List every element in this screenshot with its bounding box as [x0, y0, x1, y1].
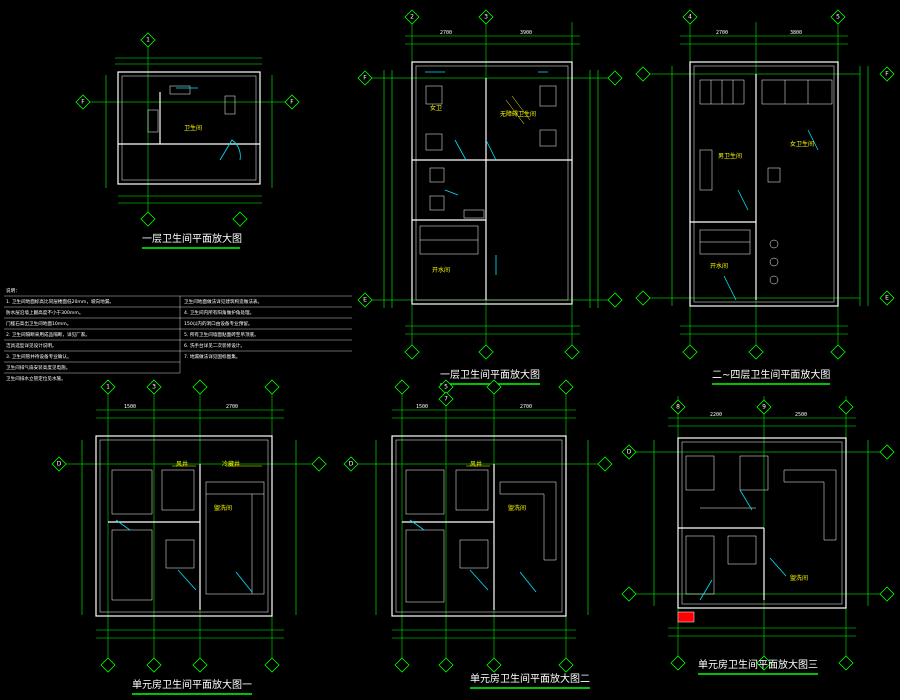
design-notes: 说明： 1. 卫生间地面标高比同层楼面低20mm，坡向地漏。 防水层沿墙上翻高度…	[4, 287, 352, 382]
grid-bubble-f-right: F	[284, 94, 300, 110]
plan-1-small-toilet: 卫生间 1 F F 一层卫生间平面放大图	[75, 32, 300, 249]
svg-text:9: 9	[762, 404, 766, 411]
note-right-5: 6. 洗手台详见二次装修设计。	[184, 342, 245, 349]
svg-text:2: 2	[410, 14, 414, 21]
grid-bubble-p6-8: 8	[670, 399, 686, 415]
note-line-4: 2. 卫生间隔断采用成品隔断，详见厂家。	[6, 331, 90, 338]
plan5-room-wash: 盥洗间	[508, 504, 526, 512]
svg-text:5: 5	[836, 14, 840, 21]
grid-bubble-p6-d: D	[621, 444, 637, 460]
svg-text:F: F	[81, 99, 85, 106]
grid-bubble-p5-d: D	[343, 456, 359, 472]
grid-bubble-2: 2	[404, 9, 420, 25]
svg-text:3: 3	[152, 384, 156, 391]
plan3-dim-1: 2700	[716, 30, 728, 36]
plan3-room-men: 男卫生间	[718, 152, 742, 160]
grid-bubble-f-left: F	[75, 94, 91, 110]
note-line-8: 卫生间排水立管定位见水施。	[6, 375, 66, 382]
grid-bubble-4: 4	[682, 9, 698, 25]
plan1-title: 一层卫生间平面放大图	[142, 232, 242, 245]
note-line-3: 门槛石高出卫生间地面10mm。	[6, 320, 71, 327]
plan4-room-wind: 风井	[176, 460, 188, 468]
plan3-dim-2: 3800	[790, 30, 802, 36]
plan6-dim-2: 2500	[795, 412, 807, 418]
svg-text:4: 4	[688, 14, 692, 21]
plan2-dim-1: 2700	[440, 30, 452, 36]
grid-bubble-p5-7: 7	[438, 391, 454, 407]
plan4-room-wash: 盥洗间	[214, 504, 232, 512]
notes-heading: 说明：	[6, 287, 20, 294]
plan5-room-wind: 风井	[470, 460, 482, 468]
svg-text:E: E	[885, 295, 889, 302]
svg-text:D: D	[57, 461, 62, 468]
note-right-3: 150以内的洞口由设备专业预留。	[184, 320, 253, 327]
plan4-title: 单元房卫生间平面放大图一	[132, 678, 252, 691]
plan-5-unit-toilet-2: 1500 2700 风井 盥洗间 5 7 D	[343, 379, 613, 689]
svg-text:D: D	[349, 461, 354, 468]
svg-text:1: 1	[106, 384, 110, 391]
note-right-6: 7. 地漏做法详见国标图集。	[184, 353, 240, 360]
svg-text:F: F	[363, 75, 367, 82]
plan4-dim-2: 2700	[226, 404, 238, 410]
plan3-room-women: 女卫生间	[790, 140, 814, 148]
plan6-dim-1: 2200	[710, 412, 722, 418]
grid-bubble-p4-3: 3	[146, 379, 162, 395]
plan1-room-toilet: 卫生间	[184, 124, 202, 132]
grid-bubble-p4-d: D	[51, 456, 67, 472]
plan4-dim-1: 1500	[124, 404, 136, 410]
svg-text:F: F	[885, 71, 889, 78]
note-line-7: 卫生间排气扇安装高度见电施。	[6, 364, 70, 371]
note-line-6: 3. 卫生间管井待设备专业确认。	[6, 353, 72, 360]
plan-3-upper-toilets: 2700 3800 男卫生间 女卫生间 开水间 4 5	[635, 9, 895, 385]
grid-bubble-5: 5	[830, 9, 846, 25]
plan2-room-accessible: 无障碍卫生间	[500, 110, 536, 118]
plan5-dim-1: 1500	[416, 404, 428, 410]
grid-bubble-p6-9: 9	[756, 399, 772, 415]
svg-text:5: 5	[444, 384, 448, 391]
note-line-5: 洁具选型详见设计说明。	[6, 342, 57, 349]
grid-bubble-3: 3	[478, 9, 494, 25]
plan2-title: 一层卫生间平面放大图	[440, 368, 540, 381]
plan-6-unit-toilet-3: 2200 2500 盥洗间 8 9 D 单元房卫	[621, 396, 895, 675]
grid-bubble-e-r: E	[879, 290, 895, 306]
svg-text:3: 3	[484, 14, 488, 21]
plan6-room-wash: 盥洗间	[790, 574, 808, 582]
plan6-title: 单元房卫生间平面放大图三	[698, 658, 818, 671]
plan2-room-water: 开水间	[432, 266, 450, 274]
grid-bubble-1: 1	[140, 32, 156, 48]
plan2-room-women: 女卫	[430, 104, 442, 112]
plan-2-ground-toilets: 2700 3900 女卫 无障碍卫生间 开水间 2 3	[357, 9, 623, 385]
svg-text:D: D	[627, 449, 632, 456]
plan4-room-cold: 冷藏井	[222, 460, 240, 468]
note-line-2: 防水层沿墙上翻高度不小于300mm。	[6, 309, 83, 316]
svg-text:E: E	[363, 297, 367, 304]
plan-4-unit-toilet-1: 1500 2700 风井 冷藏井 盥洗间 1 3 D	[51, 379, 327, 695]
note-right-2: 4. 卫生间内所有阳角做护角处理。	[184, 309, 254, 316]
plan5-title: 单元房卫生间平面放大图二	[470, 672, 590, 685]
grid-bubble-p4-1: 1	[100, 379, 116, 395]
note-right-4: 5. 所有卫生间墙面贴面砖至吊顶底。	[184, 331, 259, 338]
grid-bubble-f-r: F	[879, 66, 895, 82]
svg-text:1: 1	[146, 37, 150, 44]
svg-text:F: F	[290, 99, 294, 106]
plan3-title: 二~四层卫生间平面放大图	[712, 368, 830, 381]
grid-bubble-f: F	[357, 70, 373, 86]
plan5-dim-2: 2700	[520, 404, 532, 410]
note-line-1: 1. 卫生间地面标高比同层楼面低20mm，坡向地漏。	[6, 298, 114, 305]
plan3-room-water: 开水间	[710, 262, 728, 270]
plan2-dim-2: 3900	[520, 30, 532, 36]
grid-bubble-e: E	[357, 292, 373, 308]
note-right-1: 卫生间地面做法详见建筑构造做法表。	[184, 298, 262, 305]
svg-text:8: 8	[676, 404, 680, 411]
svg-text:7: 7	[444, 396, 448, 403]
